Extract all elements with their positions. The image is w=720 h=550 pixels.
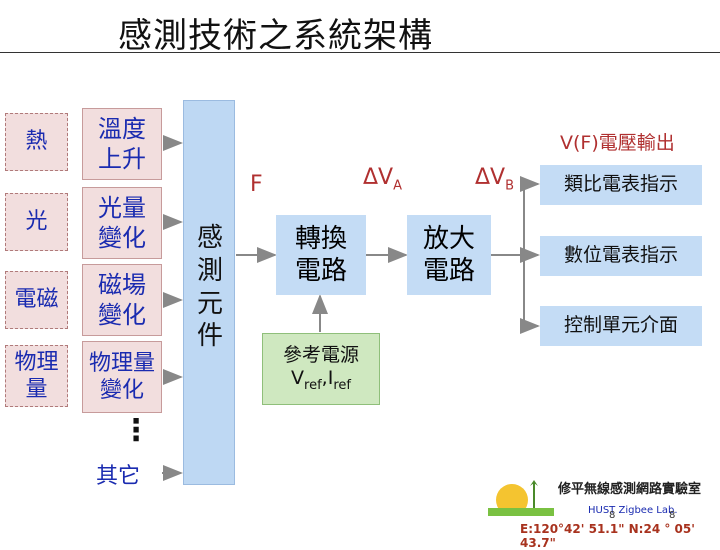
reference-source-values: Vref,Iref xyxy=(291,367,351,394)
phenomenon-magnetic-change: 磁場 變化 xyxy=(82,264,162,336)
ellipsis-more: ⋮ xyxy=(121,413,151,448)
amplifier-circuit: 放大 電路 xyxy=(407,215,491,295)
phenomenon-physical-change: 物理量 變化 xyxy=(82,341,162,413)
title-divider xyxy=(0,52,720,53)
lab-coordinates: E:120°42' 51.1" N:24 ° 05' 43.7" xyxy=(520,522,695,550)
page-number-b: 8 xyxy=(669,510,676,521)
converter-circuit: 轉換 電路 xyxy=(276,215,366,295)
source-light: 光 xyxy=(5,193,68,251)
sensor-element-bar xyxy=(183,100,235,485)
page-number-a: 8 xyxy=(609,510,616,521)
reference-source-label: 參考電源 xyxy=(282,343,359,366)
output-control-interface: 控制單元介面 xyxy=(540,306,702,346)
source-electromagnetic: 電磁 xyxy=(5,271,68,329)
output-digital-meter: 數位電表指示 xyxy=(540,236,702,276)
signal-dva-label: ΔVA xyxy=(363,165,403,194)
output-voltage-label: V(F)電壓輸出 xyxy=(560,132,675,154)
lab-logo-icon xyxy=(488,480,554,516)
sensor-element-label: 感 測 元 件 xyxy=(196,223,223,352)
phenomenon-other: 其它 xyxy=(96,464,141,489)
output-analog-meter: 類比電表指示 xyxy=(540,165,702,205)
slide-title: 感測技術之系統架構 xyxy=(118,16,433,56)
phenomenon-light-change: 光量 變化 xyxy=(82,187,162,259)
lab-english-name: HUST Zigbee Lab. xyxy=(588,505,678,516)
lab-name: 修平無線感測網路實驗室 xyxy=(558,482,702,497)
reference-source: 參考電源 Vref,Iref xyxy=(262,333,380,405)
source-heat: 熱 xyxy=(5,113,68,171)
signal-f-label: F xyxy=(250,172,263,197)
phenomenon-temp-rise: 溫度 上升 xyxy=(82,108,162,180)
source-physical-quantity: 物理 量 xyxy=(5,345,68,407)
signal-dvb-label: ΔVB xyxy=(475,165,515,194)
